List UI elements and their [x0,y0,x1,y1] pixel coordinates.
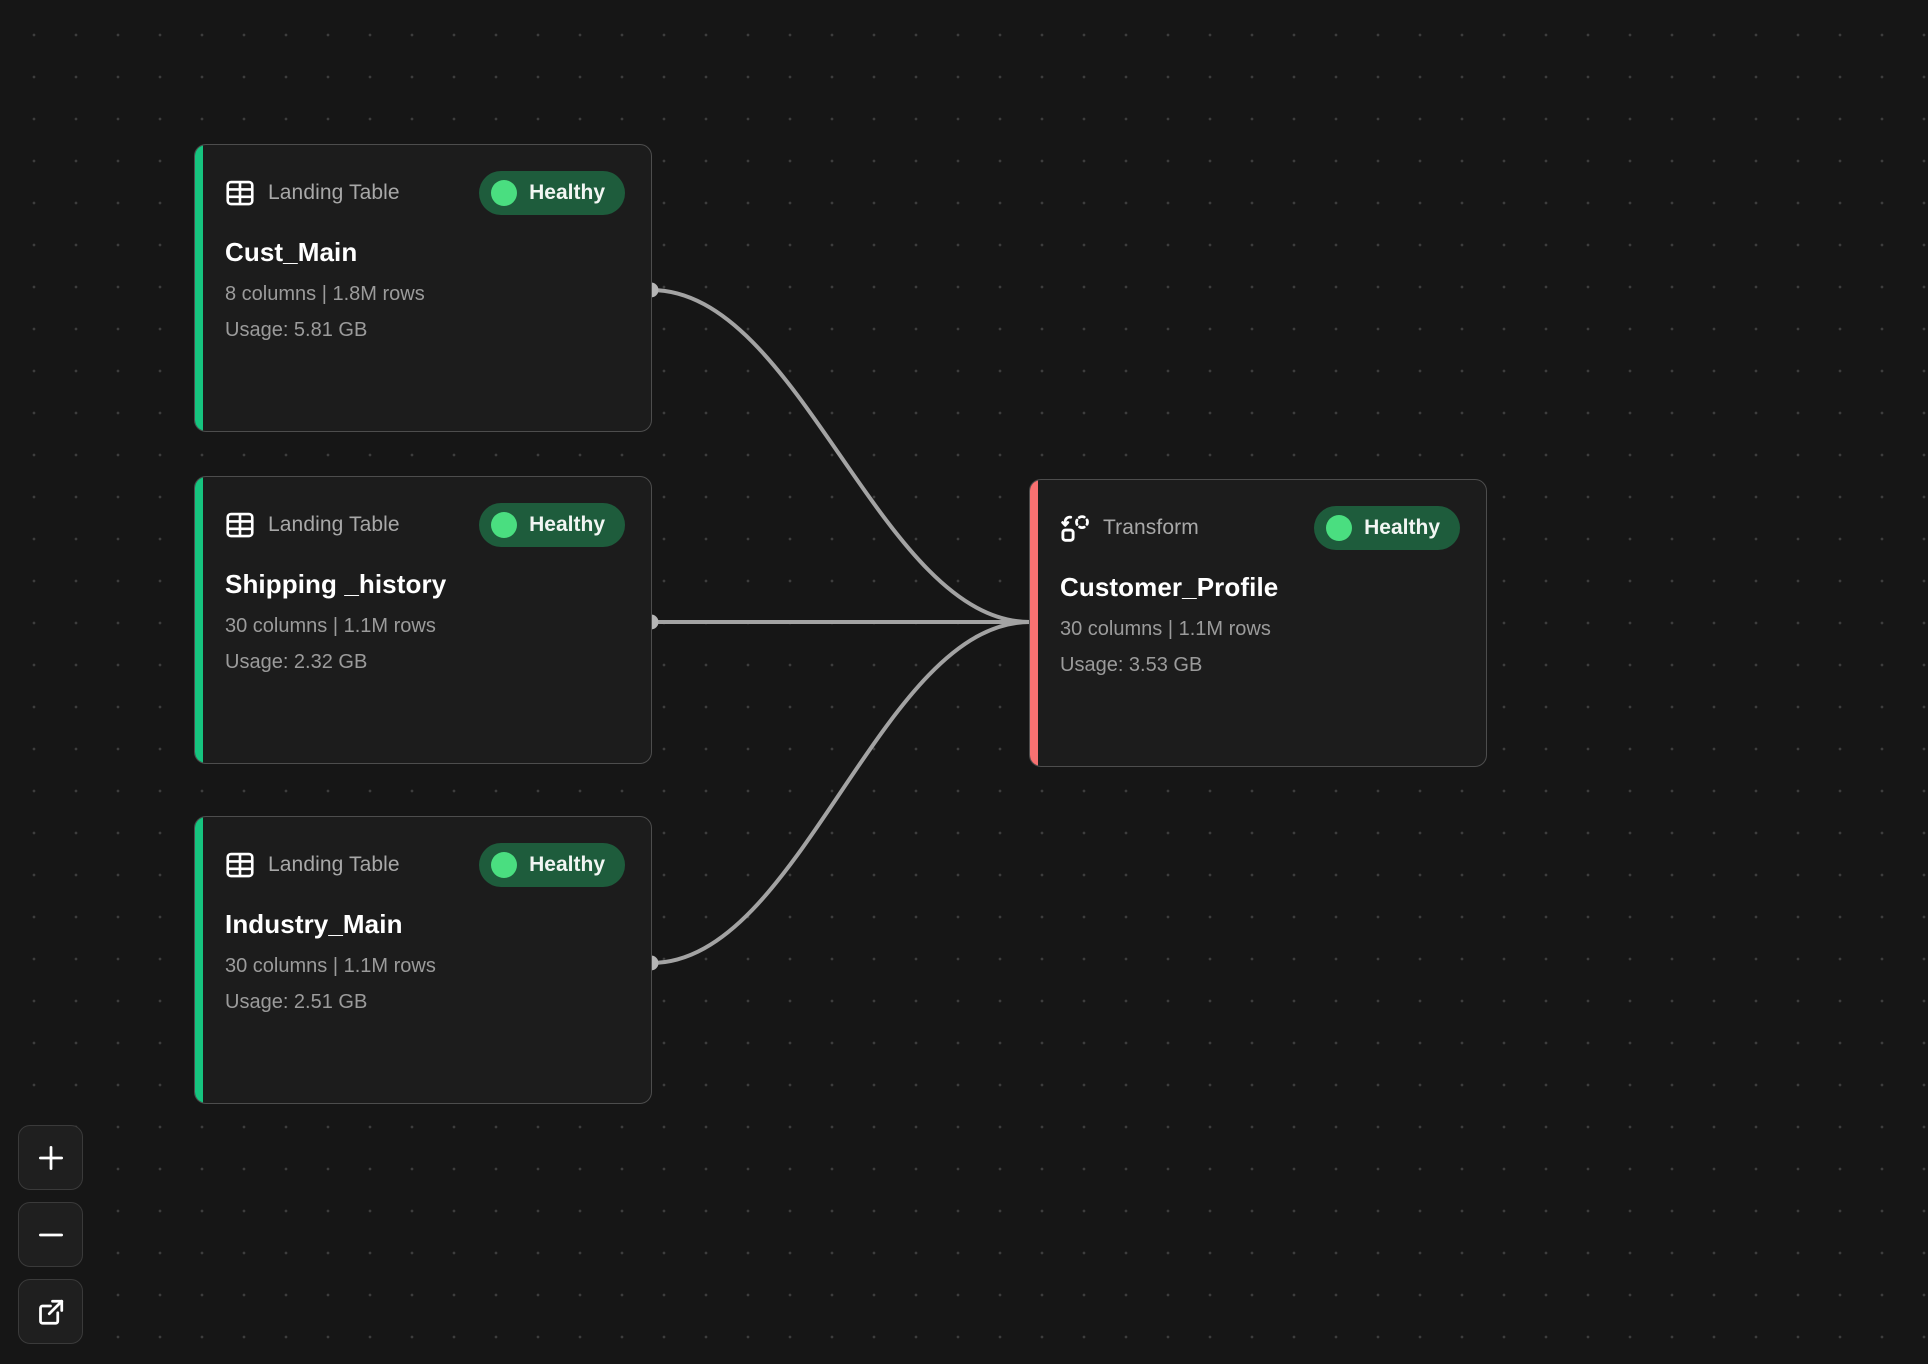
transform-icon [1061,515,1089,542]
zoom-in-button[interactable] [18,1125,83,1190]
minus-icon [38,1233,63,1236]
status-label: Healthy [529,853,605,876]
node-title: Industry_Main [225,909,403,939]
status-dot-icon [491,852,518,878]
node-usage: Usage: 5.81 GB [225,319,368,341]
node-cust-main[interactable]: Landing Table Healthy Cust_Main 8 column… [194,144,652,432]
node-header: Landing Table Healthy [225,171,625,215]
node-shipping-history[interactable]: Landing Table Healthy Shipping _history … [194,476,652,764]
node-type-label: Landing Table [268,853,400,876]
node-title: Customer_Profile [1060,572,1279,602]
node-type-label: Transform [1103,516,1199,539]
node-header: Landing Table Healthy [225,503,625,547]
status-dot-icon [1326,515,1353,541]
node-header: Landing Table Healthy [225,843,625,887]
edge-industry-main-to-customer-profile [649,620,1032,965]
edge-cust-main-to-customer-profile [649,288,1032,624]
node-type: Landing Table [225,850,400,880]
zoom-out-button[interactable] [18,1202,83,1267]
fit-view-icon [38,1299,63,1325]
status-badge[interactable]: Healthy [479,843,625,887]
node-type-label: Landing Table [268,181,400,204]
node-type-label: Landing Table [268,513,400,536]
status-label: Healthy [529,513,605,536]
status-dot-icon [491,512,518,538]
fit-view-button[interactable] [18,1279,83,1344]
node-type: Transform [1060,513,1199,543]
status-badge[interactable]: Healthy [479,171,625,215]
node-accent-bar [195,145,203,431]
node-accent-bar [1030,480,1038,766]
node-accent-bar [195,817,203,1103]
status-badge[interactable]: Healthy [1314,506,1460,550]
node-meta: 30 columns | 1.1M rows [225,615,436,637]
status-label: Healthy [529,181,605,204]
node-usage: Usage: 2.51 GB [225,991,368,1013]
node-type: Landing Table [225,178,400,208]
status-dot-icon [491,180,518,206]
node-header: Transform Healthy [1060,506,1460,550]
node-usage: Usage: 2.32 GB [225,651,368,673]
table-icon [226,852,254,878]
status-badge[interactable]: Healthy [479,503,625,547]
node-accent-bar [195,477,203,763]
node-meta: 30 columns | 1.1M rows [225,955,436,977]
node-meta: 30 columns | 1.1M rows [1060,618,1271,640]
plus-icon [38,1145,63,1170]
node-industry-main[interactable]: Landing Table Healthy Industry_Main 30 c… [194,816,652,1104]
node-type: Landing Table [225,510,400,540]
table-icon [226,512,254,538]
canvas-controls [18,1125,83,1344]
table-icon [226,180,254,206]
node-meta: 8 columns | 1.8M rows [225,283,425,305]
status-label: Healthy [1364,516,1440,539]
node-title: Cust_Main [225,237,358,267]
node-usage: Usage: 3.53 GB [1060,654,1203,676]
node-title: Shipping _history [225,569,447,599]
node-customer-profile[interactable]: Transform Healthy Customer_Profile 30 co… [1029,479,1487,767]
